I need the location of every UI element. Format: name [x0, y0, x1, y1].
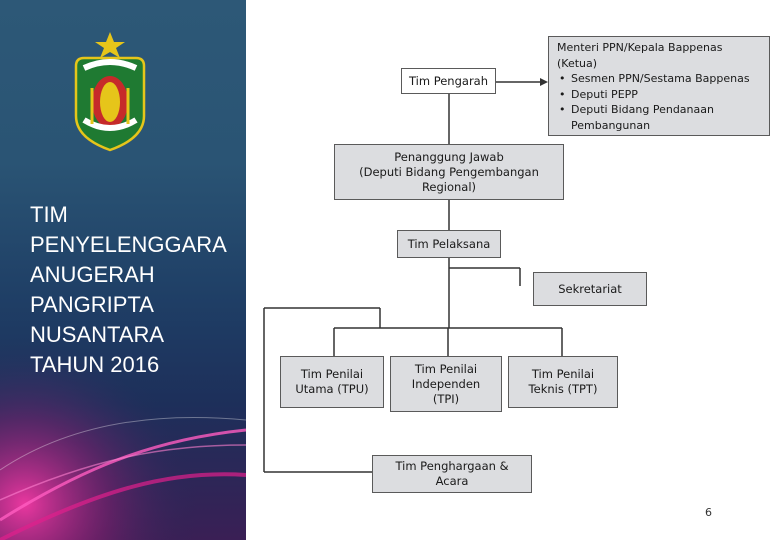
box-penanggung-jawab: Penanggung Jawab (Deputi Bidang Pengemba… [334, 144, 564, 200]
label-tpi-line: (TPI) [432, 391, 460, 406]
label-tpu-line: Tim Penilai [300, 367, 364, 381]
box-tim-pengarah: Tim Pengarah [401, 68, 496, 94]
arrow-head [540, 78, 548, 86]
label-pj-title: Penanggung Jawab [394, 149, 504, 164]
provincial-emblem-icon [74, 32, 146, 152]
page-number: 6 [705, 506, 712, 519]
label-menteri-title: Menteri PPN/Kepala Bappenas (Ketua) [557, 41, 723, 70]
title-line: TAHUN 2016 [30, 352, 160, 377]
box-tpi: Tim Penilai Independen (TPI) [390, 356, 502, 412]
title-line: NUSANTARA [30, 322, 165, 347]
label-tpi-line: Tim Penilai [414, 361, 478, 376]
box-penghargaan: Tim Penghargaan & Acara [372, 455, 532, 493]
left-panel: TIM PENYELENGGARA ANUGERAH PANGRIPTA NUS… [0, 0, 246, 540]
label-tim-pengarah: Tim Pengarah [408, 73, 489, 88]
menteri-members-list: Sesmen PPN/Sestama Bappenas Deputi PEPP … [557, 71, 763, 133]
title-line: TIM [30, 202, 68, 227]
panel-background [0, 300, 246, 540]
label-tim-pelaksana: Tim Pelaksana [407, 236, 491, 251]
presentation-title: TIM PENYELENGGARA ANUGERAH PANGRIPTA NUS… [30, 200, 240, 380]
title-line: ANUGERAH [30, 262, 155, 287]
menteri-member: Sesmen PPN/Sestama Bappenas [557, 71, 763, 87]
label-sekretariat: Sekretariat [558, 281, 622, 296]
menteri-member: Deputi Bidang Pendanaan Pembangunan [557, 102, 763, 133]
title-line: PANGRIPTA [30, 292, 154, 317]
label-pj-deputi: (Deputi Bidang Pengembangan Regional) [359, 164, 539, 194]
label-tpt-line: Tim Penilai [531, 367, 595, 381]
box-tpt: Tim Penilai Teknis (TPT) [508, 356, 618, 408]
label-tpt-line: Teknis (TPT) [528, 382, 598, 396]
label-tpi-line: Independen [411, 376, 481, 391]
box-tim-pelaksana: Tim Pelaksana [397, 230, 501, 258]
label-penghargaan-line: Tim Penghargaan & [395, 459, 509, 473]
box-menteri: Menteri PPN/Kepala Bappenas (Ketua) Sesm… [548, 36, 770, 136]
label-penghargaan-line: Acara [435, 474, 469, 488]
box-sekretariat: Sekretariat [533, 272, 647, 306]
title-line: PENYELENGGARA [30, 232, 227, 257]
box-tpu: Tim Penilai Utama (TPU) [280, 356, 384, 408]
menteri-member: Deputi PEPP [557, 87, 763, 103]
label-tpu-line: Utama (TPU) [295, 382, 369, 396]
